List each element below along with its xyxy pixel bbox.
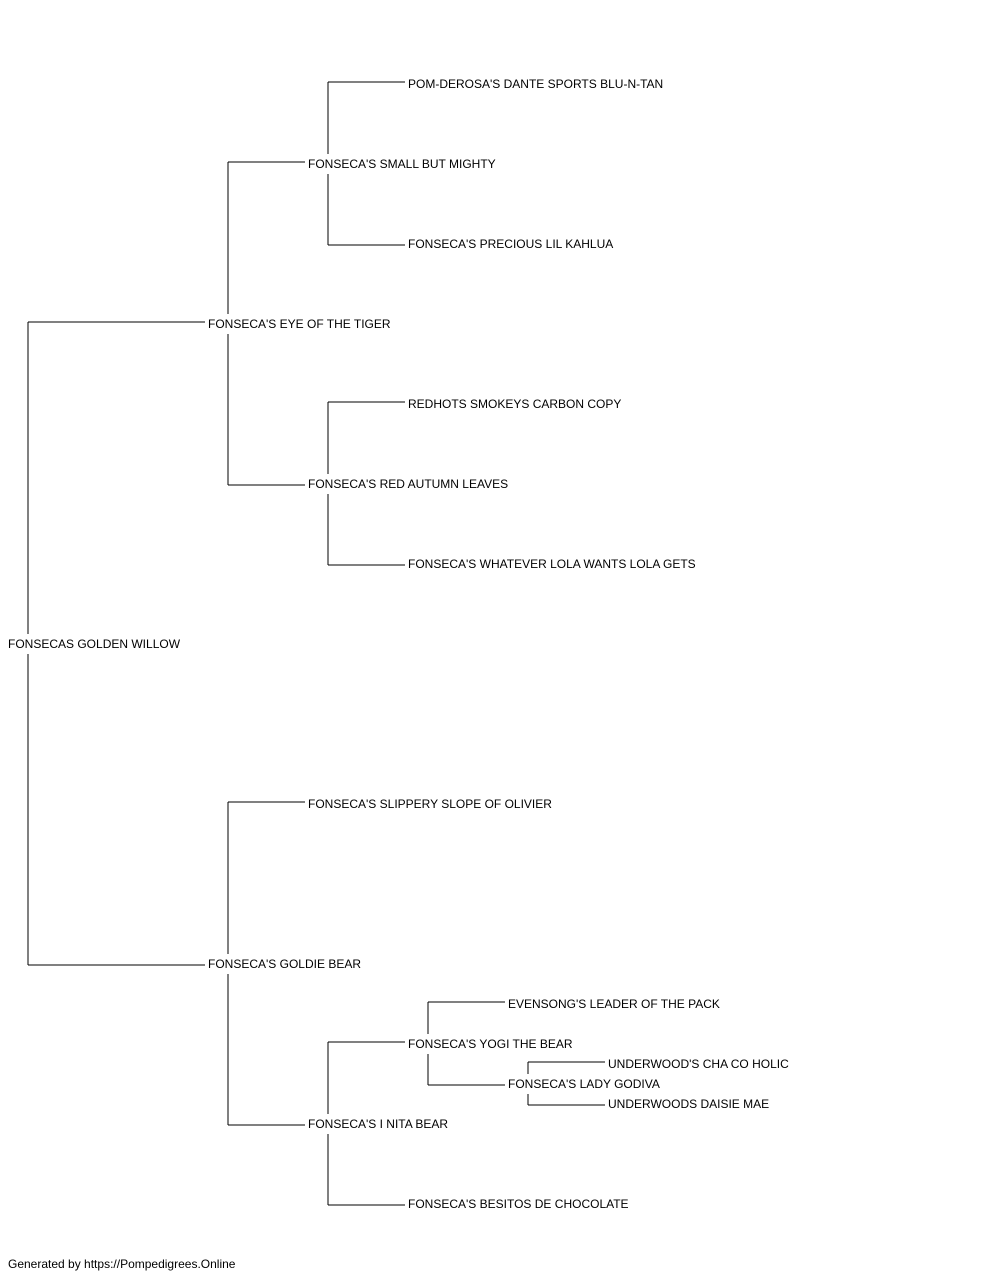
sire-dam-sire-name: REDHOTS SMOKEYS CARBON COPY [408,397,621,411]
dam-dam-sire-name: FONSECA'S YOGI THE BEAR [408,1037,573,1051]
dam-name: FONSECA'S GOLDIE BEAR [208,957,361,971]
subject-dog-name: FONSECAS GOLDEN WILLOW [8,637,181,651]
dam-sire-name: FONSECA'S SLIPPERY SLOPE OF OLIVIER [308,797,552,811]
sire-sire-name: FONSECA'S SMALL BUT MIGHTY [308,157,496,171]
dam-dam-sire-dam-sire-name: UNDERWOOD'S CHA CO HOLIC [608,1057,789,1071]
sire-sire-sire-name: POM-DEROSA'S DANTE SPORTS BLU-N-TAN [408,77,663,91]
sire-dam-dam-name: FONSECA'S WHATEVER LOLA WANTS LOLA GETS [408,557,696,571]
dam-dam-sire-dam-name: FONSECA'S LADY GODIVA [508,1077,660,1091]
sire-dam-name: FONSECA'S RED AUTUMN LEAVES [308,477,508,491]
dog-names: FONSECAS GOLDEN WILLOW FONSECA'S EYE OF … [8,77,789,1211]
dam-dam-sire-sire-name: EVENSONG'S LEADER OF THE PACK [508,997,720,1011]
dam-dam-sire-dam-dam-name: UNDERWOODS DAISIE MAE [608,1097,769,1111]
connector-lines [27,81,605,1206]
sire-name: FONSECA'S EYE OF THE TIGER [208,317,391,331]
generated-by-footer: Generated by https://Pompedigrees.Online [8,1257,236,1271]
sire-sire-dam-name: FONSECA'S PRECIOUS LIL KAHLUA [408,237,613,251]
dam-dam-name: FONSECA'S I NITA BEAR [308,1117,448,1131]
dam-dam-dam-name: FONSECA'S BESITOS DE CHOCOLATE [408,1197,629,1211]
